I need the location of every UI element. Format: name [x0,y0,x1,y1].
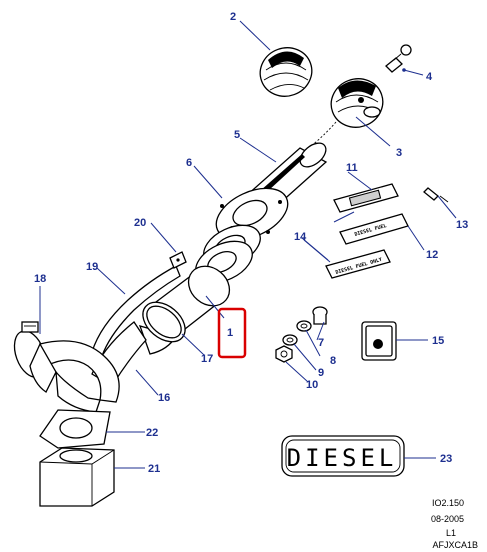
part-9-spring-washer[interactable] [282,334,298,346]
callout-13[interactable]: 13 [456,219,468,231]
selected-part-highlight [217,307,247,359]
part-17-hose-clamp[interactable] [135,294,192,349]
part-12-diesel-fuel-plate[interactable]: DIESEL FUEL [339,213,409,245]
drawing-code: AFJXCA1B [432,540,478,550]
part-10-nut[interactable] [275,345,293,363]
callout-10[interactable]: 10 [306,379,318,391]
callout-7[interactable]: 7 [318,337,324,349]
drawing-level: L1 [446,528,456,538]
callout-12[interactable]: 12 [426,249,438,261]
callout-18[interactable]: 18 [34,273,46,285]
part-15-decal[interactable] [361,321,397,361]
part-8-washer[interactable] [296,320,312,332]
callout-15[interactable]: 15 [432,335,444,347]
part-2-filler-cap[interactable] [253,41,318,104]
callout-21[interactable]: 21 [148,463,160,475]
part-11-label-plate[interactable] [333,183,399,213]
part-3-locking-cap[interactable] [324,72,389,135]
callout-22[interactable]: 22 [146,427,158,439]
drawing-info: IO2.150 08-2005 L1 AFJXCA1B [431,498,478,550]
part-20-clip[interactable] [169,251,187,269]
callout-9[interactable]: 9 [318,367,324,379]
diesel-badge-text: DIESEL [287,444,398,472]
callout-11[interactable]: 11 [346,162,358,174]
leader-lines [39,20,457,469]
drawing-date: 08-2005 [431,514,464,524]
callout-14[interactable]: 14 [294,231,307,243]
part-4-key[interactable] [385,44,412,73]
callout-8[interactable]: 8 [330,355,336,367]
callout-19[interactable]: 19 [86,261,98,273]
callout-16[interactable]: 16 [158,392,170,404]
callout-5[interactable]: 5 [234,129,240,141]
part-7-bolt[interactable] [312,306,328,325]
lower-elbow-hose [29,340,120,413]
callout-3[interactable]: 3 [396,147,402,159]
callout-17[interactable]: 17 [201,353,213,365]
callout-labels: 2 3 4 5 6 11 12 13 14 20 19 18 17 16 22 … [34,11,468,475]
callout-23[interactable]: 23 [440,453,452,465]
callout-4[interactable]: 4 [426,71,433,83]
part-22-gasket[interactable] [39,409,111,449]
part-21-adapter-block[interactable] [39,447,115,507]
callout-1[interactable]: 1 [227,327,233,339]
drawing-ref: IO2.150 [432,498,464,508]
callout-20[interactable]: 20 [134,217,146,229]
part-23-diesel-badge[interactable]: DIESEL [281,435,405,477]
callout-2[interactable]: 2 [230,11,236,23]
part-1-filler-neck[interactable] [138,258,237,355]
part-14-diesel-only-plate[interactable]: DIESEL FUEL ONLY [325,249,391,279]
callout-6[interactable]: 6 [186,157,192,169]
part-13-fastener[interactable] [423,187,449,203]
